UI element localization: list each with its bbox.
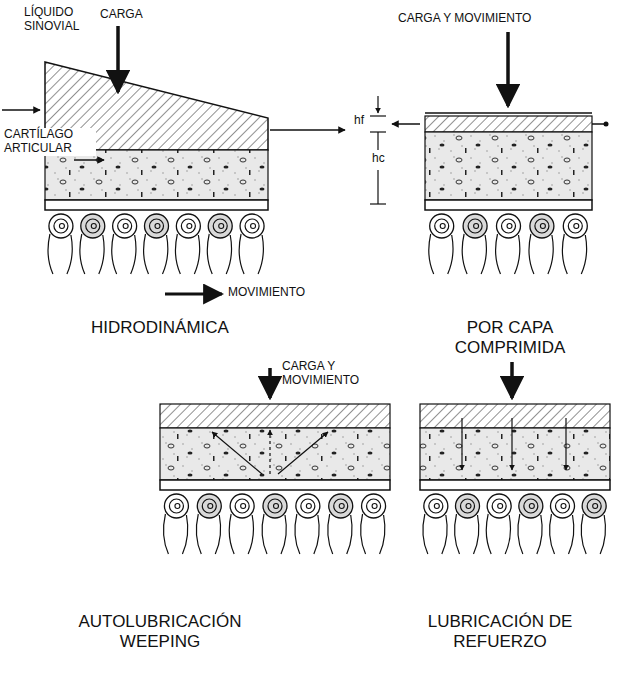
part-label: LÍQUIDO SINOVIAL [24, 6, 104, 34]
cartilage [45, 150, 268, 200]
dot [604, 122, 609, 127]
panel-caption: HIDRODINÁMICA [40, 318, 280, 338]
cartilage [425, 132, 592, 200]
flow-arrow [270, 129, 345, 131]
part-label: hc [370, 152, 394, 166]
part-label: CARTÍLAGO ARTICULAR [2, 128, 96, 156]
bone-cells [429, 214, 588, 274]
part-label: CARGA Y MOVIMIENTO [398, 12, 598, 26]
panel-caption: AUTOLUBRICACIÓN WEEPING [40, 612, 280, 651]
load-arrow [116, 26, 120, 92]
leader-line [74, 159, 104, 161]
exudation-arrow [269, 430, 270, 474]
flow-arrow [392, 123, 420, 125]
part-label: hf [354, 114, 374, 128]
load-arrow [510, 362, 514, 398]
bone-cells [164, 494, 386, 554]
bone-cells [48, 214, 264, 274]
fluid-film [425, 116, 592, 132]
subchondral-bone [420, 480, 610, 490]
load-arrow [268, 368, 272, 398]
flow-arrow [2, 109, 40, 111]
flow-line [592, 123, 604, 125]
squeeze-film-panel [370, 32, 609, 274]
hydrodynamic-panel [2, 26, 345, 294]
fluid-film [160, 404, 390, 428]
bone-cells [423, 494, 606, 554]
weeping-panel [160, 368, 390, 554]
cartilage [160, 428, 390, 480]
panel-caption: LUBRICACIÓN DE REFUERZO [400, 612, 600, 651]
subchondral-bone [45, 200, 268, 210]
opposing-surface [425, 112, 592, 114]
exudation-arrow [212, 432, 262, 474]
imbibition-arrow [565, 418, 566, 470]
cartilage [420, 428, 610, 480]
part-label: CARGA [100, 8, 160, 22]
part-label: CARGA Y MOVIMIENTO [282, 360, 382, 388]
part-label: MOVIMIENTO [228, 286, 328, 300]
exudation-arrow [278, 432, 328, 474]
imbibition-arrow [511, 418, 512, 470]
subchondral-bone [160, 480, 390, 490]
panel-caption: POR CAPA COMPRIMIDA [410, 318, 610, 357]
thickness-dimension [370, 96, 386, 204]
motion-arrow [165, 293, 222, 296]
imbibition-arrow [461, 418, 462, 470]
subchondral-bone [425, 200, 592, 210]
boosted-panel [420, 362, 610, 554]
load-arrow [506, 32, 510, 106]
fluid-film [420, 404, 610, 428]
